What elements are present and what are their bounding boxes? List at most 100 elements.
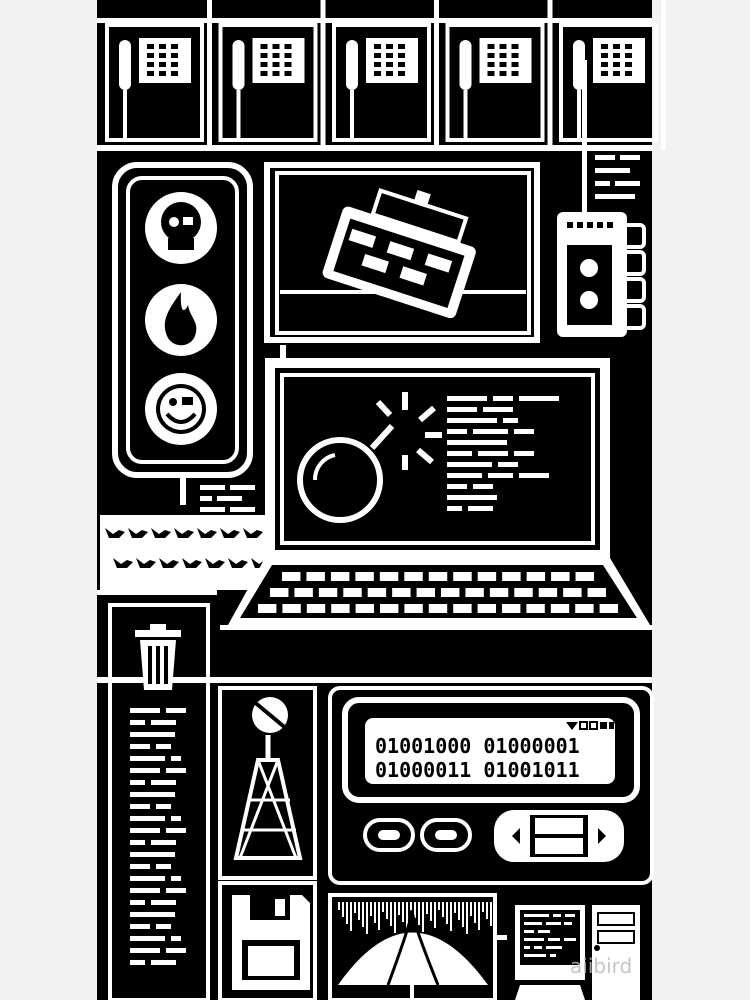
- list-line: [151, 840, 176, 845]
- screen-text-line: [447, 462, 492, 467]
- bird-icon: [220, 528, 240, 538]
- list-line: [130, 816, 165, 821]
- screen-text-line: [447, 418, 497, 423]
- list-line: [130, 948, 160, 953]
- keyboard-key: [477, 604, 496, 613]
- phone-booth-row: [97, 0, 666, 151]
- rain-drop: [434, 902, 436, 928]
- keyboard-key: [575, 604, 594, 613]
- tv-monitor: [264, 162, 540, 343]
- rain-drop: [338, 902, 340, 910]
- keyboard-key: [489, 588, 509, 597]
- bird-icon: [228, 558, 248, 568]
- smiley-eyepatch-icon: [145, 373, 217, 445]
- rain-drop: [394, 902, 396, 933]
- keyboard-key: [453, 604, 472, 613]
- screen-text-line: [519, 396, 559, 401]
- list-line: [130, 960, 145, 965]
- screen-text-line: [488, 473, 513, 478]
- keyboard-key: [306, 604, 326, 613]
- bird-icon: [205, 558, 225, 568]
- keyboard-key: [587, 588, 606, 597]
- booth-divider: [661, 0, 666, 150]
- screen-text-line: [498, 462, 518, 467]
- flame-icon: [145, 284, 217, 356]
- rain-drop: [366, 902, 368, 934]
- pager-button-2[interactable]: [420, 818, 472, 852]
- list-line: [166, 768, 186, 773]
- rain-drop: [474, 902, 476, 923]
- phone-icon: [559, 23, 658, 142]
- list-line: [171, 816, 181, 821]
- phone-icon: [218, 23, 318, 142]
- list-line: [130, 888, 160, 893]
- rain-drop: [386, 902, 388, 919]
- keyboard-key: [465, 588, 484, 597]
- keyboard-key: [392, 588, 411, 597]
- screen-text-line: [447, 440, 507, 445]
- keyboard-key: [258, 604, 277, 613]
- list-line: [130, 912, 175, 917]
- rain-drop: [350, 902, 352, 931]
- rain-drop: [370, 902, 372, 916]
- screen-text-line: [447, 407, 477, 412]
- keyboard-key: [331, 604, 350, 613]
- signal-indicator: [566, 721, 614, 730]
- rain-drop: [426, 902, 428, 914]
- cassette-icon: [567, 245, 612, 325]
- rain-drop: [346, 902, 348, 924]
- laptop: [97, 345, 652, 683]
- rain-drop: [354, 902, 356, 913]
- keyboard-key: [270, 588, 289, 597]
- list-line: [156, 864, 171, 869]
- rain-drop: [486, 902, 488, 919]
- rain-drop: [442, 902, 444, 917]
- rain-drop: [378, 902, 380, 930]
- screen-text-line: [447, 495, 497, 500]
- list-line: [130, 792, 175, 797]
- keyboard-key: [318, 588, 338, 597]
- keyboard-key: [563, 588, 582, 597]
- list-line: [130, 708, 160, 713]
- bird-icon: [159, 558, 179, 568]
- keyboard-key: [282, 604, 301, 613]
- rain-drop: [390, 902, 392, 926]
- keyboard-key: [294, 588, 313, 597]
- screen-text-line: [478, 451, 508, 456]
- rain-drop: [470, 902, 472, 916]
- bird-icon: [243, 528, 263, 538]
- booth-divider: [434, 0, 439, 150]
- keyboard-key: [355, 572, 374, 581]
- keyboard-key: [404, 572, 423, 581]
- pager-button-1[interactable]: [363, 818, 415, 852]
- list-line: [130, 828, 160, 833]
- keyboard-key: [550, 604, 570, 613]
- list-line: [166, 888, 186, 893]
- list-line: [130, 804, 150, 809]
- screen-text-line: [473, 429, 508, 434]
- rain-drop: [462, 902, 464, 927]
- trash-icon: [135, 624, 181, 690]
- screen-text-line: [447, 506, 462, 511]
- booth-divider: [207, 0, 212, 150]
- bird-icon: [182, 558, 202, 568]
- keyboard-key: [477, 572, 497, 581]
- rain-drop: [362, 902, 364, 927]
- rain-drop: [438, 902, 440, 910]
- screen-text-line: [447, 396, 487, 401]
- keyboard-key: [282, 572, 301, 581]
- list-line: [151, 720, 176, 725]
- rain-drop: [418, 902, 420, 925]
- rain-drop: [490, 902, 492, 926]
- keyboard-key: [355, 604, 374, 613]
- skull-icon: [145, 192, 217, 264]
- bird-strip: [100, 515, 271, 590]
- rain-drop: [402, 902, 404, 922]
- screen-text-line: [473, 484, 493, 489]
- rain-drop: [410, 902, 412, 911]
- list-line: [130, 864, 150, 869]
- list-line: [130, 756, 165, 761]
- screen-text-line: [514, 429, 534, 434]
- bird-icon: [174, 528, 194, 538]
